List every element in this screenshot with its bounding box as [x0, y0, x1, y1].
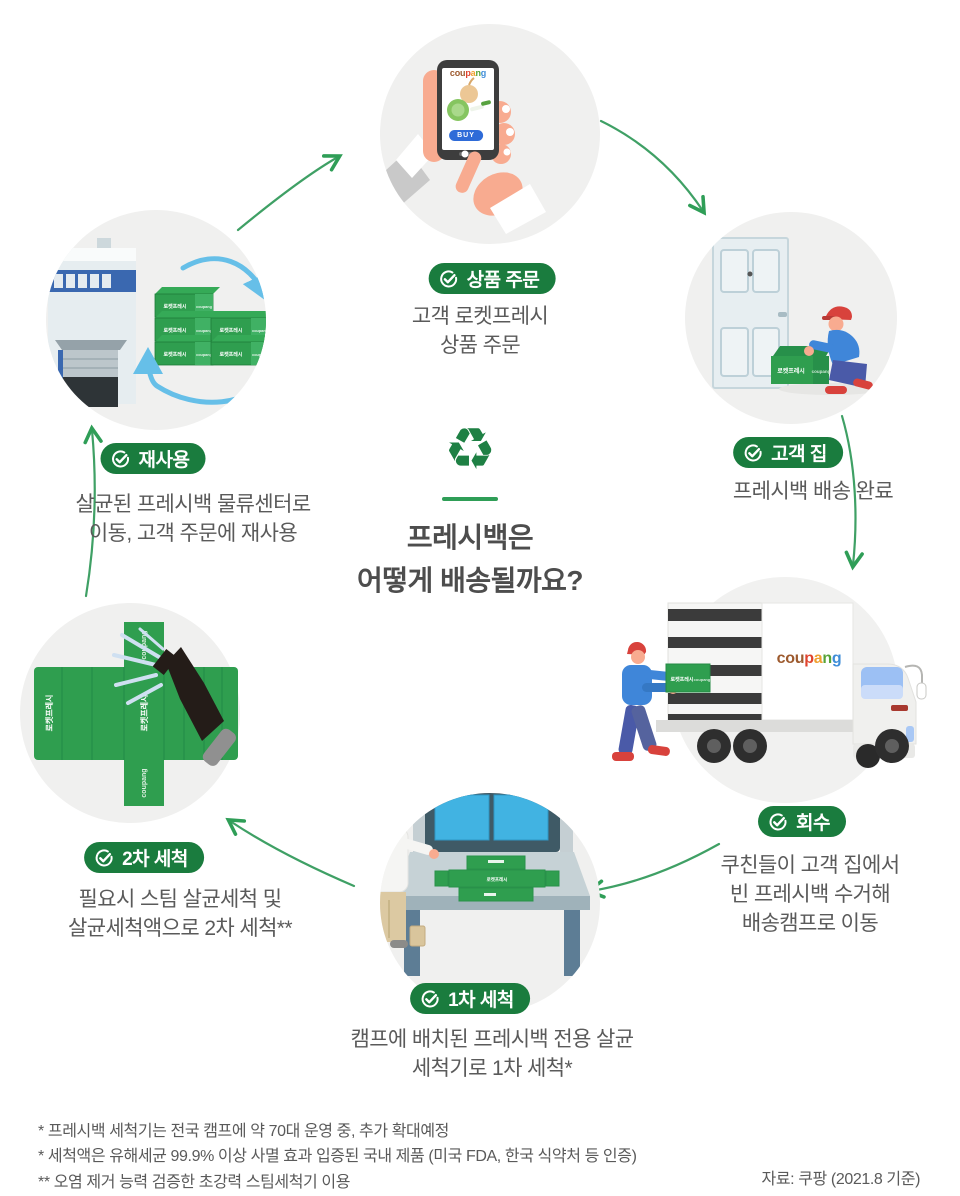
phone-app-logo: coupang [449, 68, 487, 78]
footnotes: * 프레시백 세척기는 전국 캠프에 약 70대 운영 중, 추가 확대예정 *… [38, 1123, 637, 1191]
caption-order: 고객 로켓프레시 상품 주문 [411, 305, 549, 357]
caption-wash1: 캠프에 배치된 프레시백 전용 살균 세척기로 1차 세척* [350, 1028, 634, 1080]
cargo-panel [761, 602, 854, 721]
title-divider [442, 497, 498, 501]
washer-window [434, 794, 490, 841]
main-title: 프레시백은 어떻게 배송될까요? [357, 522, 583, 596]
caption-home: 프레시백 배송 완료 [732, 480, 894, 503]
node-order: coupang BUY [378, 22, 602, 246]
svg-text:로켓프레시: 로켓프레시 [163, 303, 186, 310]
svg-text:coupang: coupang [196, 305, 213, 309]
node-wash1: 로켓프레시 [352, 778, 608, 1008]
warehouse-icon: 로켓프레시 coupang 로켓프레시 coupang 로켓 [46, 210, 269, 430]
freshbag-stacks: 로켓프레시 coupang 로켓프레시 coupang 로켓 [154, 287, 269, 366]
caption-collect: 쿠친들이 고객 집에서 빈 프레시백 수거해 배송캠프로 이동 [720, 854, 901, 935]
node-customer-home: 로켓프레시 coupang [683, 210, 899, 426]
wheels [697, 729, 909, 763]
check-icon [744, 443, 762, 461]
caption-wash2: 필요시 스팀 살균세척 및 살균세척액으로 2차 세척** [68, 888, 293, 940]
bag-brand-label: 로켓프레시 [44, 695, 54, 732]
svg-text:로켓프레시: 로켓프레시 [219, 327, 242, 334]
bag-logo-label: coupang [141, 768, 148, 797]
badge-reuse: 재사용 [100, 443, 206, 474]
washer-icon: 로켓프레시 [380, 793, 600, 1008]
node-reuse: 로켓프레시 coupang 로켓프레시 coupang 로켓 [45, 208, 271, 434]
bag-logo-label: coupang [141, 630, 148, 659]
badge-label: 2차 세척 [122, 849, 188, 870]
arrow-reuse-to-order [236, 154, 343, 232]
bag-brand-label: 로켓프레시 [670, 676, 693, 683]
badge-label: 고객 집 [771, 444, 827, 465]
check-icon [440, 269, 458, 287]
badge-label: 회수 [796, 813, 830, 834]
bag-brand-label: 로켓프레시 [139, 695, 149, 732]
door-handle [778, 312, 787, 317]
steam-spray [112, 627, 165, 705]
side-mirror [916, 682, 927, 700]
arrow-collect-to-wash1 [585, 842, 721, 899]
svg-text:coupang: coupang [252, 329, 269, 333]
bag-logo-label: coupang [694, 677, 711, 682]
truck-side-logo: coupang [776, 650, 842, 667]
arrow-wash2-to-reuse [83, 424, 103, 598]
arrow-wash1-to-wash2 [225, 817, 356, 888]
phone-order-icon [380, 24, 600, 244]
svg-text:coupang: coupang [252, 353, 269, 357]
badge-label: 상품 주문 [466, 270, 540, 291]
truck-icon: 로켓프레시 coupang [612, 577, 927, 803]
svg-text:coupang: coupang [196, 353, 213, 357]
arrow-order-to-home [599, 119, 707, 216]
coupang-worker: 로켓프레시 coupang [612, 641, 711, 761]
check-icon [112, 449, 129, 467]
badge-collect: 회수 [758, 806, 846, 837]
svg-text:로켓프레시: 로켓프레시 [163, 327, 186, 334]
badge-order: 상품 주문 [428, 263, 556, 294]
svg-text:로켓프레시: 로켓프레시 [219, 351, 242, 358]
steam-spray-icon: 로켓프레시 로켓프레시 coupang coupang [20, 603, 240, 823]
badge-label: 1차 세척 [448, 990, 514, 1011]
node-collect: 로켓프레시 coupang coupang [610, 568, 955, 808]
washer-window [493, 794, 549, 841]
svg-text:로켓프레시: 로켓프레시 [163, 351, 186, 358]
onion-icon [460, 85, 478, 103]
caption-reuse: 살균된 프레시백 물류센터로 이동, 고객 주문에 재사용 [75, 493, 311, 545]
delivery-person [804, 306, 873, 394]
badge-home: 고객 집 [733, 437, 843, 468]
flattened-freshbags [434, 855, 560, 902]
bag-logo-label: coupang [812, 369, 831, 374]
buy-button: BUY [449, 130, 483, 141]
bag-brand-label: 로켓프레시 [777, 367, 805, 375]
svg-text:coupang: coupang [196, 329, 213, 333]
badge-label: 재사용 [138, 450, 190, 471]
badge-wash2: 2차 세척 [84, 842, 204, 873]
roll-up-door [62, 350, 118, 377]
bag-brand-label: 로켓프레시 [487, 876, 508, 883]
badge-wash1: 1차 세척 [410, 983, 530, 1014]
freshbag-box [665, 663, 711, 693]
node-wash2: 로켓프레시 로켓프레시 coupang coupang [18, 601, 244, 827]
recycle-icon: ♻ [444, 415, 496, 483]
pointing-finger [455, 151, 482, 193]
check-icon [421, 989, 439, 1007]
spray-gun-icon [152, 647, 236, 766]
arrow-home-to-collect [840, 414, 864, 571]
door-delivery-icon: 로켓프레시 coupang [685, 212, 897, 424]
source-note: 자료: 쿠팡 (2021.8 기준) [761, 1171, 921, 1188]
check-icon [769, 812, 787, 830]
check-icon [95, 848, 113, 866]
scallion-icon [470, 104, 484, 112]
